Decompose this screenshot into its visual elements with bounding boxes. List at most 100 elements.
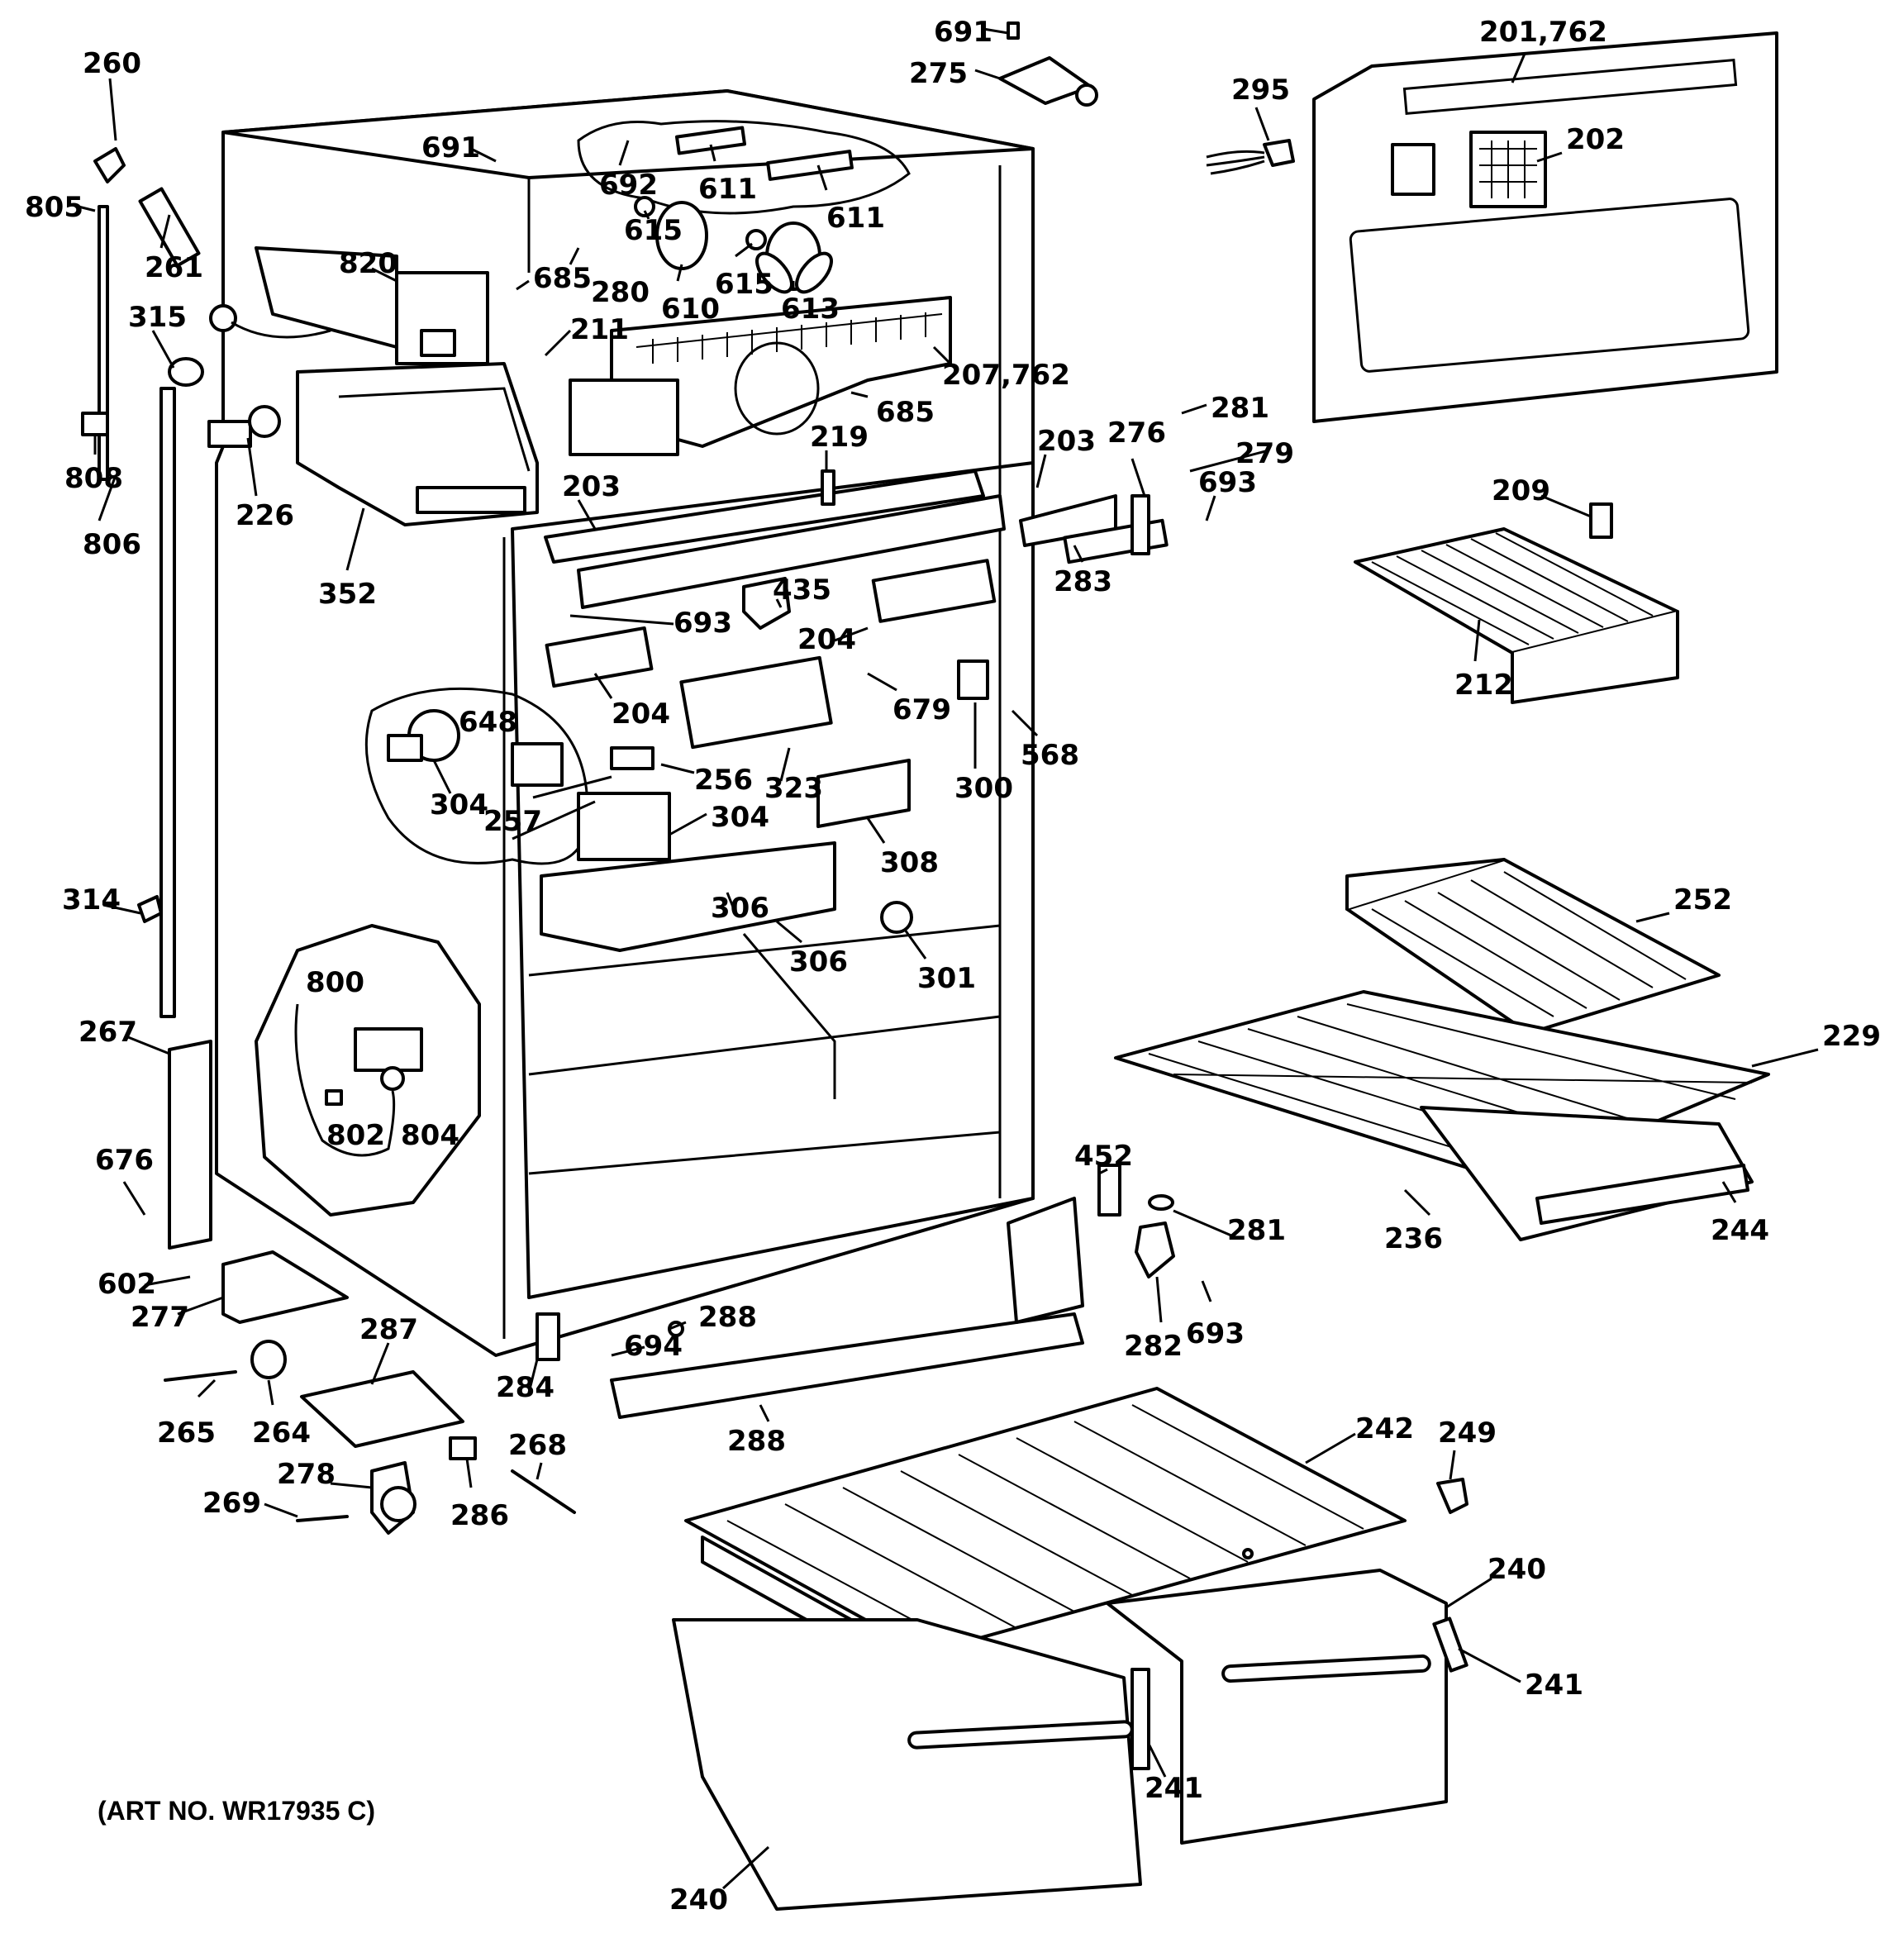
callout-611b: 611 <box>826 202 885 235</box>
callout-249: 249 <box>1438 1417 1497 1450</box>
callout-202: 202 <box>1566 123 1625 156</box>
callout-279: 279 <box>1235 437 1294 470</box>
callout-282: 282 <box>1124 1330 1183 1363</box>
callout-229: 229 <box>1822 1020 1881 1053</box>
callout-304a: 304 <box>430 788 488 821</box>
fresh-food-shelves <box>1114 858 1770 1241</box>
callout-268: 268 <box>508 1429 567 1462</box>
callout-435: 435 <box>773 574 831 607</box>
callout-281b: 281 <box>1227 1214 1286 1247</box>
callout-323: 323 <box>764 772 823 805</box>
water-line-parts <box>81 147 281 1250</box>
callout-244: 244 <box>1711 1214 1769 1247</box>
callout-306a: 306 <box>711 892 769 925</box>
callout-804: 804 <box>401 1119 459 1152</box>
callout-283: 283 <box>1054 565 1112 598</box>
callout-615a: 615 <box>624 214 683 247</box>
water-valve-detail <box>255 924 481 1217</box>
callout-676: 676 <box>95 1144 154 1177</box>
callout-219: 219 <box>810 421 869 454</box>
callout-labels: 260 805 261 315 808 806 226 352 820 685 … <box>25 16 1881 1917</box>
callout-leaders <box>78 27 1819 1890</box>
callout-611a: 611 <box>698 173 757 206</box>
callout-269: 269 <box>202 1487 261 1520</box>
callout-203a: 203 <box>562 470 621 503</box>
callout-201-762: 201,762 <box>1479 16 1607 49</box>
callout-236: 236 <box>1384 1222 1443 1255</box>
callout-207-762: 207,762 <box>942 359 1070 392</box>
callout-613: 613 <box>781 293 840 326</box>
callout-286: 286 <box>450 1499 509 1532</box>
callout-805: 805 <box>25 191 83 224</box>
callout-264: 264 <box>252 1417 311 1450</box>
callout-648: 648 <box>459 706 517 739</box>
callout-241b: 241 <box>1145 1772 1203 1805</box>
callout-808: 808 <box>64 462 123 495</box>
callout-275: 275 <box>909 57 968 90</box>
callout-261: 261 <box>145 251 203 284</box>
crisper-assembly <box>672 1387 1468 1911</box>
callout-300: 300 <box>954 772 1013 805</box>
callout-204a: 204 <box>797 623 856 656</box>
callout-306b: 306 <box>789 945 848 978</box>
callout-277: 277 <box>131 1301 189 1334</box>
callout-568: 568 <box>1021 739 1079 772</box>
callout-265: 265 <box>157 1417 216 1450</box>
callout-352: 352 <box>318 578 377 611</box>
callout-691b: 691 <box>934 16 992 49</box>
callout-260: 260 <box>83 47 141 80</box>
callout-452: 452 <box>1074 1140 1133 1173</box>
callout-693a: 693 <box>1198 466 1257 499</box>
back-panel <box>1206 31 1778 423</box>
callout-203b: 203 <box>1037 425 1096 458</box>
callout-806: 806 <box>83 528 141 561</box>
callout-691a: 691 <box>421 131 480 164</box>
callout-288a: 288 <box>698 1301 757 1334</box>
callout-692: 692 <box>599 169 658 202</box>
callout-252: 252 <box>1673 883 1732 917</box>
top-hinge <box>998 21 1098 107</box>
callout-242: 242 <box>1355 1412 1414 1445</box>
callout-301: 301 <box>917 962 976 995</box>
callout-800: 800 <box>306 966 364 999</box>
control-housing-detail <box>364 559 997 952</box>
bottom-parts <box>164 1164 1175 1535</box>
callout-685b: 685 <box>876 396 935 429</box>
callout-209: 209 <box>1492 474 1550 507</box>
front-trim-strips <box>544 469 1169 609</box>
callout-685a: 685 <box>533 262 592 295</box>
callout-288b: 288 <box>727 1425 786 1458</box>
callout-240a: 240 <box>1488 1553 1546 1586</box>
callout-267: 267 <box>79 1016 137 1049</box>
callout-280: 280 <box>591 276 650 309</box>
ice-maker-assembly <box>209 246 539 526</box>
callout-226: 226 <box>236 499 294 532</box>
callout-308: 308 <box>880 846 939 879</box>
callout-212: 212 <box>1454 669 1513 702</box>
callout-257: 257 <box>483 805 542 838</box>
callout-284: 284 <box>496 1371 555 1404</box>
callout-694: 694 <box>624 1330 683 1363</box>
callout-314: 314 <box>62 883 121 917</box>
callout-304b: 304 <box>711 801 769 834</box>
callout-295: 295 <box>1231 74 1290 107</box>
callout-287: 287 <box>359 1313 418 1346</box>
callout-278: 278 <box>277 1458 336 1491</box>
callout-315: 315 <box>128 301 187 334</box>
callout-820: 820 <box>339 247 397 280</box>
callout-276: 276 <box>1107 417 1166 450</box>
callout-693c: 693 <box>1186 1317 1245 1350</box>
callout-679: 679 <box>892 693 951 726</box>
callout-211: 211 <box>570 313 629 346</box>
freezer-shelf <box>1354 502 1679 704</box>
callout-610: 610 <box>661 293 720 326</box>
callout-241a: 241 <box>1525 1669 1583 1702</box>
callout-240b: 240 <box>669 1883 728 1917</box>
art-number-note: (ART NO. WR17935 C) <box>98 1796 376 1826</box>
callout-281a: 281 <box>1211 392 1269 425</box>
callout-602: 602 <box>98 1268 156 1301</box>
callout-204b: 204 <box>612 698 670 731</box>
cutaway-fan-area <box>569 120 952 456</box>
callout-256: 256 <box>694 764 753 797</box>
